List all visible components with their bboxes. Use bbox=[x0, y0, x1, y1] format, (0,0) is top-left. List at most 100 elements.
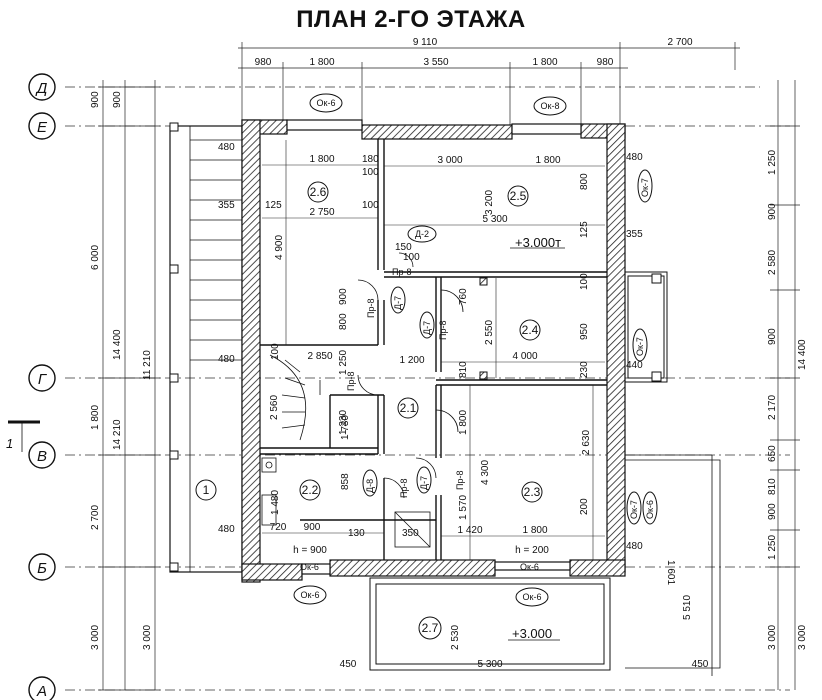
tag-ok8-top: Ок-8 bbox=[533, 96, 567, 116]
svg-text:200: 200 bbox=[579, 498, 590, 515]
svg-text:2.3: 2.3 bbox=[524, 485, 541, 499]
svg-text:480: 480 bbox=[218, 524, 235, 535]
section-label: 1 bbox=[6, 436, 13, 451]
svg-text:2 550: 2 550 bbox=[484, 320, 495, 345]
level-marks: +3.000т +3.000 bbox=[508, 235, 565, 641]
svg-text:2 850: 2 850 bbox=[307, 351, 332, 362]
svg-text:3 200: 3 200 bbox=[484, 190, 495, 215]
svg-text:125: 125 bbox=[579, 221, 590, 238]
exterior-walls bbox=[241, 119, 626, 583]
svg-text:810: 810 bbox=[458, 361, 469, 378]
svg-text:1 730: 1 730 bbox=[340, 415, 351, 440]
tag-ok6-top: Ок-6 bbox=[309, 93, 343, 113]
tag-pr8-b: Пр-8 bbox=[366, 299, 376, 318]
tag-d7-b: Д-7 bbox=[419, 311, 435, 339]
svg-text:Ок-7: Ок-7 bbox=[629, 500, 639, 519]
tag-ok6-wall2: Ок-6 bbox=[520, 562, 539, 572]
tag-pr8-e: Пр-8 bbox=[399, 479, 409, 498]
svg-text:Ок-7: Ок-7 bbox=[640, 178, 650, 197]
svg-text:3 000: 3 000 bbox=[437, 155, 462, 166]
dim-right-14400: 14 400 bbox=[797, 339, 808, 370]
dim-right-2580: 2 580 bbox=[767, 250, 778, 275]
tag-ok6-bottom1: Ок-6 bbox=[293, 585, 327, 605]
dim-right-3000a: 3 000 bbox=[767, 625, 778, 650]
left-dimension-lines bbox=[98, 80, 160, 691]
door-swings bbox=[357, 252, 464, 499]
svg-text:Д-8: Д-8 bbox=[365, 479, 375, 493]
room-2-6: 2.6 bbox=[307, 181, 329, 203]
svg-text:760: 760 bbox=[458, 288, 469, 305]
dim-right-3000b: 3 000 bbox=[797, 625, 808, 650]
svg-text:1 570: 1 570 bbox=[458, 495, 469, 520]
svg-text:2.1: 2.1 bbox=[400, 401, 417, 415]
dim-top-seg4: 1 800 bbox=[532, 57, 557, 68]
svg-text:1 480: 1 480 bbox=[270, 490, 281, 515]
svg-text:900: 900 bbox=[338, 288, 349, 305]
svg-text:2 560: 2 560 bbox=[269, 395, 280, 420]
axis-marker-v: В bbox=[28, 441, 56, 469]
tag-pr8-a: Пр-8 bbox=[392, 267, 411, 277]
svg-text:150: 150 bbox=[395, 242, 412, 253]
svg-text:450: 450 bbox=[340, 659, 357, 670]
interior-walls bbox=[260, 139, 607, 560]
axis-marker-a: А bbox=[28, 676, 56, 700]
axis-marker-g: Г bbox=[28, 364, 56, 392]
section-mark-1: 1 bbox=[6, 420, 40, 452]
dim-left-11210: 11 210 bbox=[142, 350, 153, 380]
svg-text:Ок-7: Ок-7 bbox=[635, 337, 645, 356]
svg-text:2.4: 2.4 bbox=[522, 323, 539, 337]
tag-ok7-right1: Ок-7 bbox=[637, 169, 653, 203]
tag-pr8-f: Пр-8 bbox=[455, 471, 465, 490]
svg-text:2.7: 2.7 bbox=[422, 621, 439, 635]
svg-text:858: 858 bbox=[340, 473, 351, 490]
svg-text:Д-2: Д-2 bbox=[415, 229, 429, 239]
tag-d7-c: Д-7 bbox=[416, 466, 432, 494]
svg-text:Д-7: Д-7 bbox=[419, 476, 429, 490]
svg-text:1 200: 1 200 bbox=[399, 355, 424, 366]
room-2-5: 2.5 bbox=[507, 185, 529, 207]
dim-left-3000b: 3 000 bbox=[142, 625, 153, 650]
dim-right-900c: 900 bbox=[767, 503, 778, 520]
dim-left-900b: 900 bbox=[112, 91, 123, 108]
axis-marker-d: Д bbox=[28, 73, 56, 101]
svg-text:180: 180 bbox=[362, 154, 379, 165]
top-dimension-lines bbox=[238, 42, 740, 125]
tag-ok6-wall1: Ок-6 bbox=[300, 562, 319, 572]
svg-text:1 800: 1 800 bbox=[458, 410, 469, 435]
svg-text:Д-7: Д-7 bbox=[393, 296, 403, 310]
tag-ok6-bottom2: Ок-6 bbox=[515, 587, 549, 607]
dim-left-14210: 14 210 bbox=[112, 419, 123, 450]
staircase bbox=[269, 354, 321, 441]
dim-left-2700: 2 700 bbox=[90, 505, 101, 530]
dim-top-seg5: 980 bbox=[597, 57, 614, 68]
svg-text:100: 100 bbox=[362, 167, 379, 178]
svg-text:800: 800 bbox=[338, 313, 349, 330]
dim-top-seg2: 1 800 bbox=[309, 57, 334, 68]
axis-marker-e: Е bbox=[28, 112, 56, 140]
svg-text:100: 100 bbox=[362, 200, 379, 211]
level-upper: +3.000т bbox=[515, 235, 561, 250]
svg-text:1 800: 1 800 bbox=[522, 525, 547, 536]
room-2-2: 2.2 bbox=[299, 479, 321, 501]
svg-text:1 601: 1 601 bbox=[665, 560, 676, 585]
svg-text:450: 450 bbox=[692, 659, 709, 670]
svg-text:480: 480 bbox=[218, 142, 235, 153]
svg-text:100: 100 bbox=[270, 343, 281, 360]
dim-right-650: 650 bbox=[767, 445, 778, 462]
tag-ok6-right: Ок-6 bbox=[642, 491, 658, 525]
svg-text:2.6: 2.6 bbox=[310, 185, 327, 199]
right-bay bbox=[624, 271, 668, 383]
dim-right-900b: 900 bbox=[767, 328, 778, 345]
svg-text:1: 1 bbox=[203, 483, 210, 497]
svg-text:355: 355 bbox=[626, 229, 643, 240]
svg-text:355: 355 bbox=[218, 200, 235, 211]
axis-markers: Д Е Г В Б А bbox=[28, 73, 56, 700]
dim-left-3000a: 3 000 bbox=[90, 625, 101, 650]
svg-text:Ок-6: Ок-6 bbox=[523, 592, 542, 602]
svg-text:1 420: 1 420 bbox=[457, 525, 482, 536]
axis-label-d: Д bbox=[35, 80, 48, 97]
svg-text:125: 125 bbox=[265, 200, 282, 211]
top-dimension-values: 9 110 2 700 980 1 800 3 550 1 800 980 bbox=[255, 37, 693, 68]
svg-text:Ок-8: Ок-8 bbox=[541, 101, 560, 111]
